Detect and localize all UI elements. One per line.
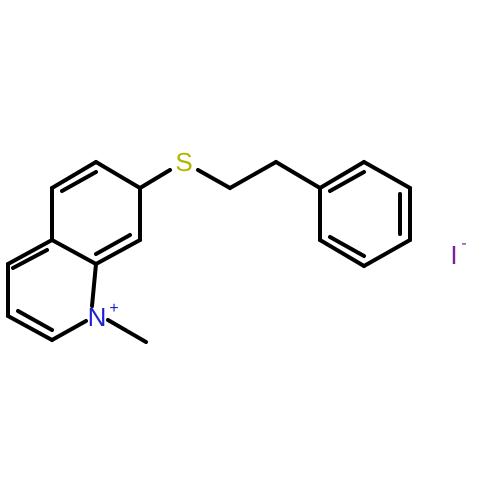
bond-ch2-phenyl (274, 160, 322, 190)
bond-c4a-c4-inner (11, 248, 49, 270)
iodide-charge-label: - (461, 235, 466, 252)
bond-ph2-ph3 (362, 160, 412, 190)
bond-ph4-ph5 (362, 238, 412, 268)
bond-s-ch2 (196, 168, 232, 190)
iodide-ion-label: I (450, 240, 457, 270)
benzo-ring-bonds (50, 160, 142, 266)
bond-c5-c6 (50, 160, 98, 190)
bond-c8-c8a (94, 238, 142, 266)
bond-n1-methyl (106, 318, 148, 344)
bond-ch2-ch2 (228, 160, 278, 190)
pyridinium-ring-bonds (6, 238, 98, 342)
bond-c3-c2-inner (16, 309, 54, 332)
bond-c4a-c4 (6, 238, 54, 266)
nitrogen-charge-label: + (109, 300, 118, 317)
bond-c7-s (138, 168, 172, 190)
bond-n1-c8a (90, 262, 98, 308)
bond-c3-c2 (6, 314, 54, 342)
bond-c8-c8a-inner (94, 233, 132, 256)
bond-ph5-ph6 (318, 238, 366, 268)
bond-c5-c6-inner (60, 170, 98, 193)
phenethylthio-chain-bonds (138, 160, 322, 190)
bond-c2-n1 (50, 319, 88, 342)
bond-ph1-ph2 (318, 160, 366, 190)
sulfur-atom-label: S (175, 147, 192, 177)
bond-c8a-c4a (50, 238, 98, 266)
bond-ph1-ph2-inner (328, 170, 366, 193)
bond-c6-c7 (94, 160, 142, 190)
nitrogen-atom-label: N (88, 302, 107, 332)
bond-ph5-ph6-inner (328, 235, 366, 258)
phenyl-ring-bonds (318, 160, 412, 268)
